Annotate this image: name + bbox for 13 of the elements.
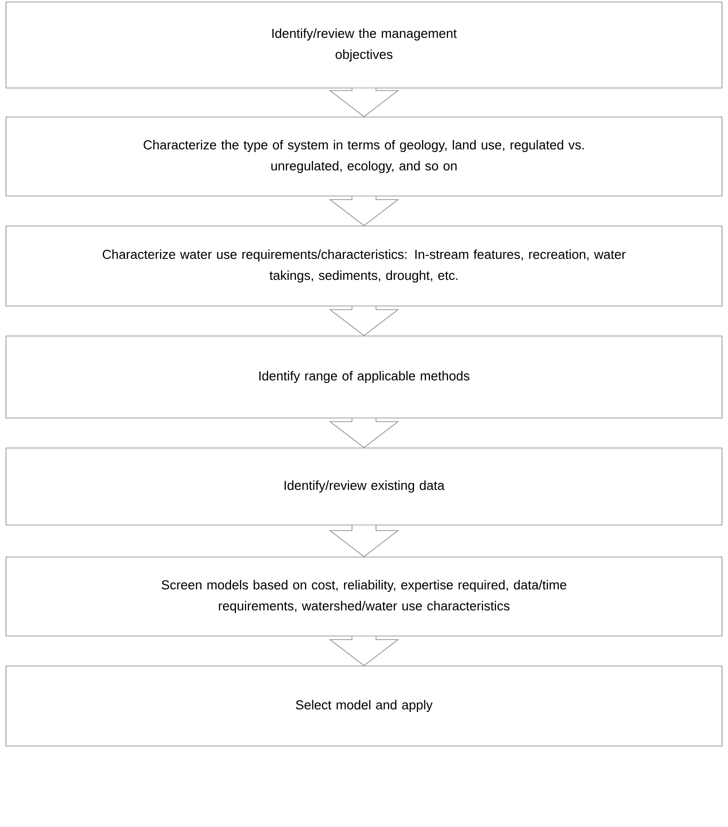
block-arrow (328, 418, 400, 448)
block-arrow (328, 306, 400, 336)
block-arrow (328, 636, 400, 666)
process-box: Select model and apply (6, 666, 722, 746)
process-box: Identify/review existing data (6, 448, 722, 526)
process-box: Identify range of applicable methods (6, 336, 722, 418)
block-arrow (328, 196, 400, 226)
block-arrow (328, 525, 400, 558)
process-box: Characterize water use requirements/characteristics: In-stream features, recreation, water takings, sediments, drought, etc. (6, 226, 722, 306)
process-box: Identify/review the management objectives (6, 2, 722, 88)
block-arrow (328, 88, 400, 118)
process-box: Characterize the type of system in terms of geology, land use, regulated vs. unregulated, ecology, and so on (6, 116, 722, 196)
process-box: Screen models based on cost, reliability, expertise required, data/time requirements, watershed/water use characteristics (6, 556, 722, 636)
